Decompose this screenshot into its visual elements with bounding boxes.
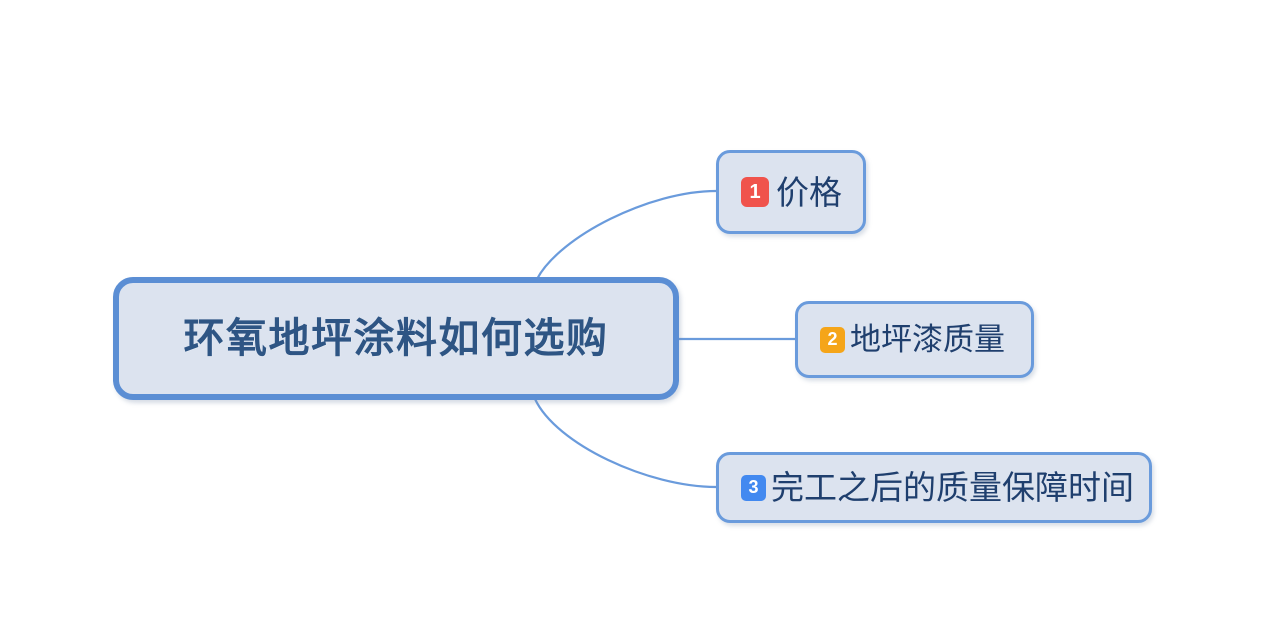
number-badge-1-icon: 1	[741, 177, 769, 207]
root-node-title: 环氧地坪涂料如何选购	[183, 315, 609, 361]
connector-root-to-node-1	[535, 189, 718, 281]
child-node-1[interactable]: 1 价格	[716, 150, 866, 234]
child-node-3-label: 完工之后的质量保障时间	[771, 469, 1134, 506]
child-node-3[interactable]: 3 完工之后的质量保障时间	[716, 452, 1152, 523]
root-node[interactable]: 环氧地坪涂料如何选购	[113, 277, 679, 400]
child-node-1-label: 价格	[776, 173, 842, 211]
connector-root-to-node-3	[533, 397, 718, 489]
number-badge-3-icon: 3	[741, 474, 766, 501]
child-node-2[interactable]: 2 地坪漆质量	[795, 301, 1034, 378]
child-node-2-label: 地坪漆质量	[850, 322, 1005, 357]
number-badge-2-icon: 2	[820, 326, 845, 353]
